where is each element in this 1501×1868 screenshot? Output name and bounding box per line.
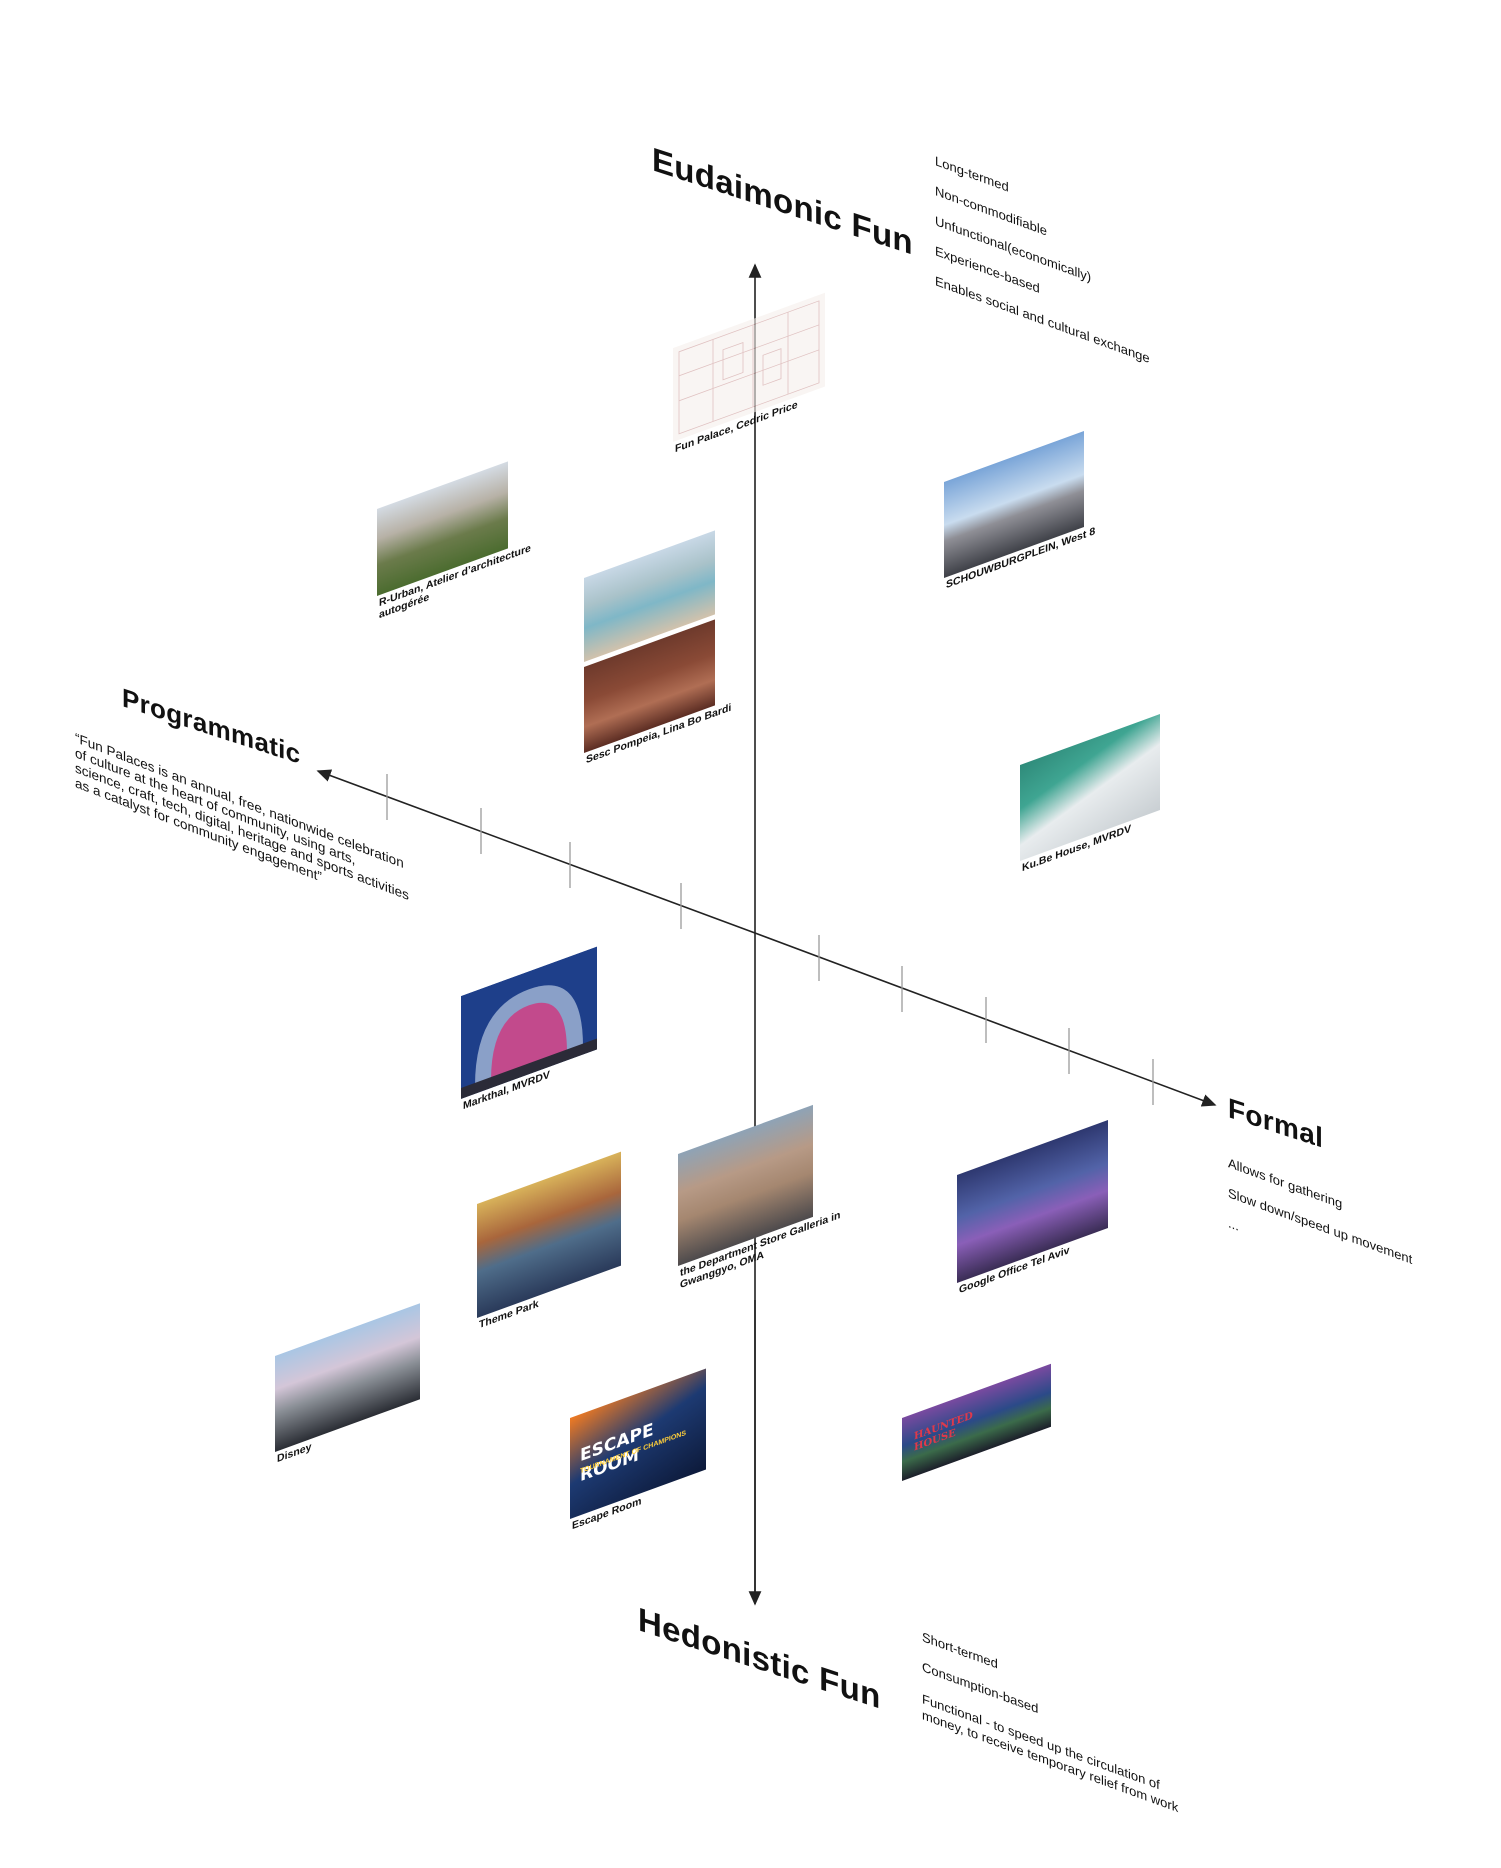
horizontal-axis xyxy=(755,933,1215,1105)
haunted-house-sign: HAUNTED HOUSE xyxy=(914,1417,954,1454)
escape-room-poster-title: ESCAPE ROOM xyxy=(580,1401,706,1487)
